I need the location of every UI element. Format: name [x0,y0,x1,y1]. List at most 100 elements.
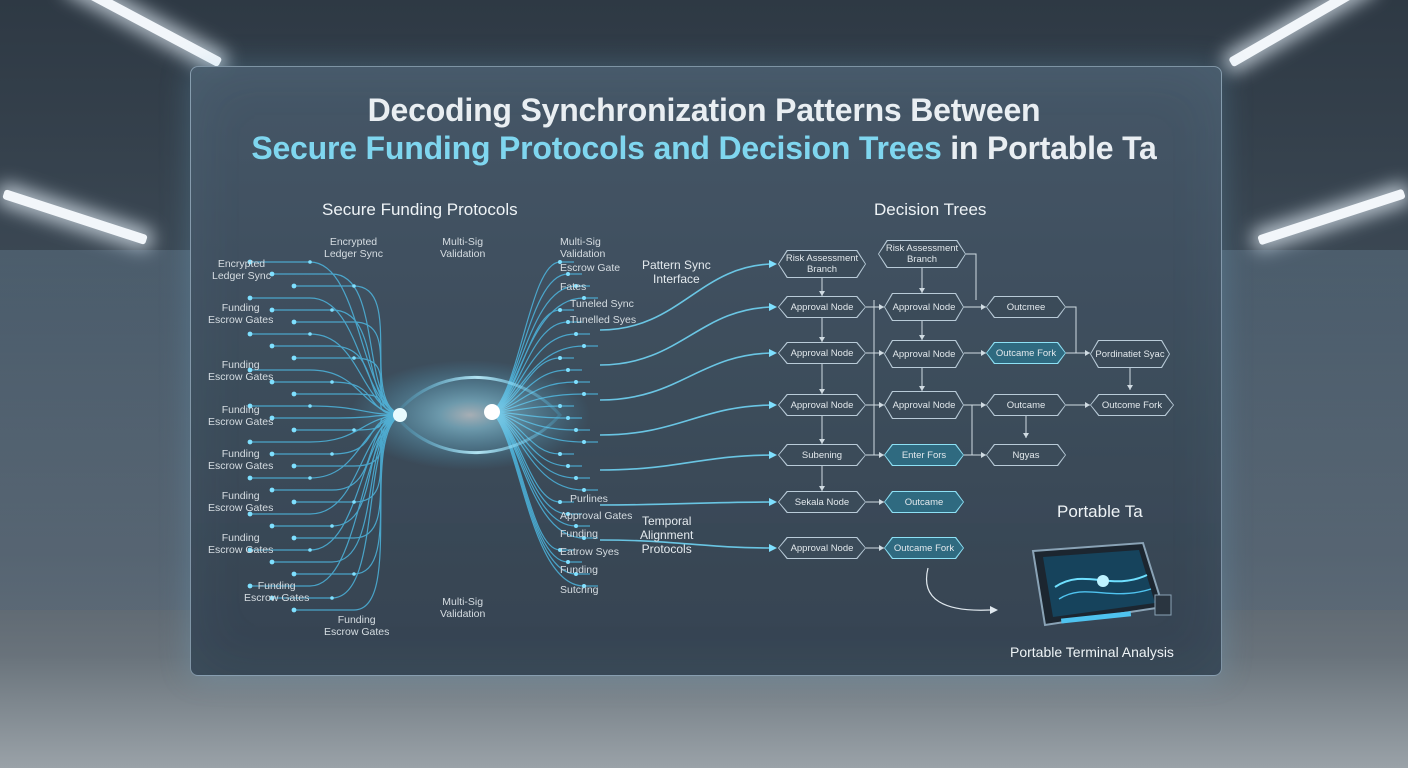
wire-dot [566,368,570,372]
wire-dot [558,356,562,360]
bundle-label: Funding [560,564,598,576]
core-node-right [484,404,500,420]
wire-dot [270,344,275,349]
wire-dot [566,464,570,468]
left-label: FundingEscrow Gates [244,580,309,604]
bundle-label: Purlines [570,493,608,505]
tree-node[interactable]: Ngyas [986,444,1066,466]
sync-arrowhead [769,401,777,409]
tree-arrowhead [1127,385,1133,390]
tree-node[interactable]: Enter Fors [884,444,964,466]
wire-dot [330,524,334,528]
wire-dot [352,284,356,288]
tree-node[interactable]: Approval Node [778,537,866,559]
wire-dot [292,536,297,541]
wire-dot [248,440,253,445]
tree-node[interactable]: Pordinatiet Syac [1090,340,1170,368]
tree-node[interactable]: Approval Node [778,342,866,364]
wire-dot [582,488,586,492]
footer-caption: Portable Terminal Analysis [1010,644,1174,660]
tree-node[interactable]: Outcome Fork [1090,394,1174,416]
wire-dot [308,332,312,336]
wire-dot [352,572,356,576]
wire-dot [558,452,562,456]
left-label: FundingEscrow Gates [324,614,389,638]
bundle-label: Tunelled Syes [570,314,636,326]
tree-node[interactable]: Risk Assessment Branch [778,250,866,278]
wire-dot [574,380,578,384]
bundle-label: Approval Gates [560,510,632,522]
tree-node[interactable]: Outcame [986,394,1066,416]
left-label: FundingEscrow Gates [208,359,273,383]
tree-node[interactable]: Outcame Fork [884,537,964,559]
bundle-label: Fates [560,281,586,293]
sync-arrowhead [769,303,777,311]
wire-dot [292,284,297,289]
tree-node[interactable]: Subening [778,444,866,466]
tree-node[interactable]: Sekala Node [778,491,866,513]
wire-dot [352,356,356,360]
wire-dot [582,440,586,444]
portable-terminal-device [1015,537,1175,637]
wire-dot [270,560,275,565]
tree-node[interactable]: Approval Node [778,296,866,318]
tree-arrowhead [1023,433,1029,438]
tree-node[interactable]: Approval Node [884,340,964,368]
core-node-left [393,408,407,422]
tree-node[interactable]: Outcame Fork [986,342,1066,364]
sync-arrowhead [769,498,777,506]
device-link-arrow [927,568,990,610]
bundle-label: Escrow Gate [560,262,620,274]
wire-dot [248,296,253,301]
wire-dot [292,392,297,397]
bundle-label: Sutcring [560,584,599,596]
wire-dot [558,308,562,312]
wire-dot [292,356,297,361]
sync-curve [600,502,775,505]
sync-curve [600,455,775,470]
wire-dot [292,428,297,433]
tree-node[interactable]: Approval Node [884,391,964,419]
wire-dot [574,332,578,336]
wire-dot [574,476,578,480]
wire-dot [292,572,297,577]
tree-node[interactable]: Approval Node [884,293,964,321]
sync-arrowhead [769,544,777,552]
sync-arrowhead [769,260,777,268]
tablet-icon [1015,537,1175,637]
bundle-label: Tuneled Sync [570,298,634,310]
tree-node[interactable]: Approval Node [778,394,866,416]
wire-dot [308,260,312,264]
wire-dot [270,524,275,529]
wire-dot [558,500,562,504]
tree-node[interactable]: Outcmee [986,296,1066,318]
left-label: FundingEscrow Gates [208,448,273,472]
wire-dot [248,476,253,481]
bundle-label: Funding [560,528,598,540]
tree-edge [966,254,976,300]
bundle-label: Eatrow Syes [560,546,619,558]
wire-dot [308,548,312,552]
wire-dot [582,392,586,396]
tree-node[interactable]: Risk Assessment Branch [878,240,966,268]
sync-curve [600,353,775,400]
wire-dot [582,344,586,348]
device-link-arrowhead [990,606,998,614]
wire-dot [292,608,297,613]
left-label: FundingEscrow Gates [208,302,273,326]
tree-edges [822,254,1130,548]
tree-arrows [819,288,1133,551]
wire-dot [308,476,312,480]
left-label: FundingEscrow Gates [208,490,273,514]
tree-node[interactable]: Outcame [884,491,964,513]
wire-dot [352,500,356,504]
